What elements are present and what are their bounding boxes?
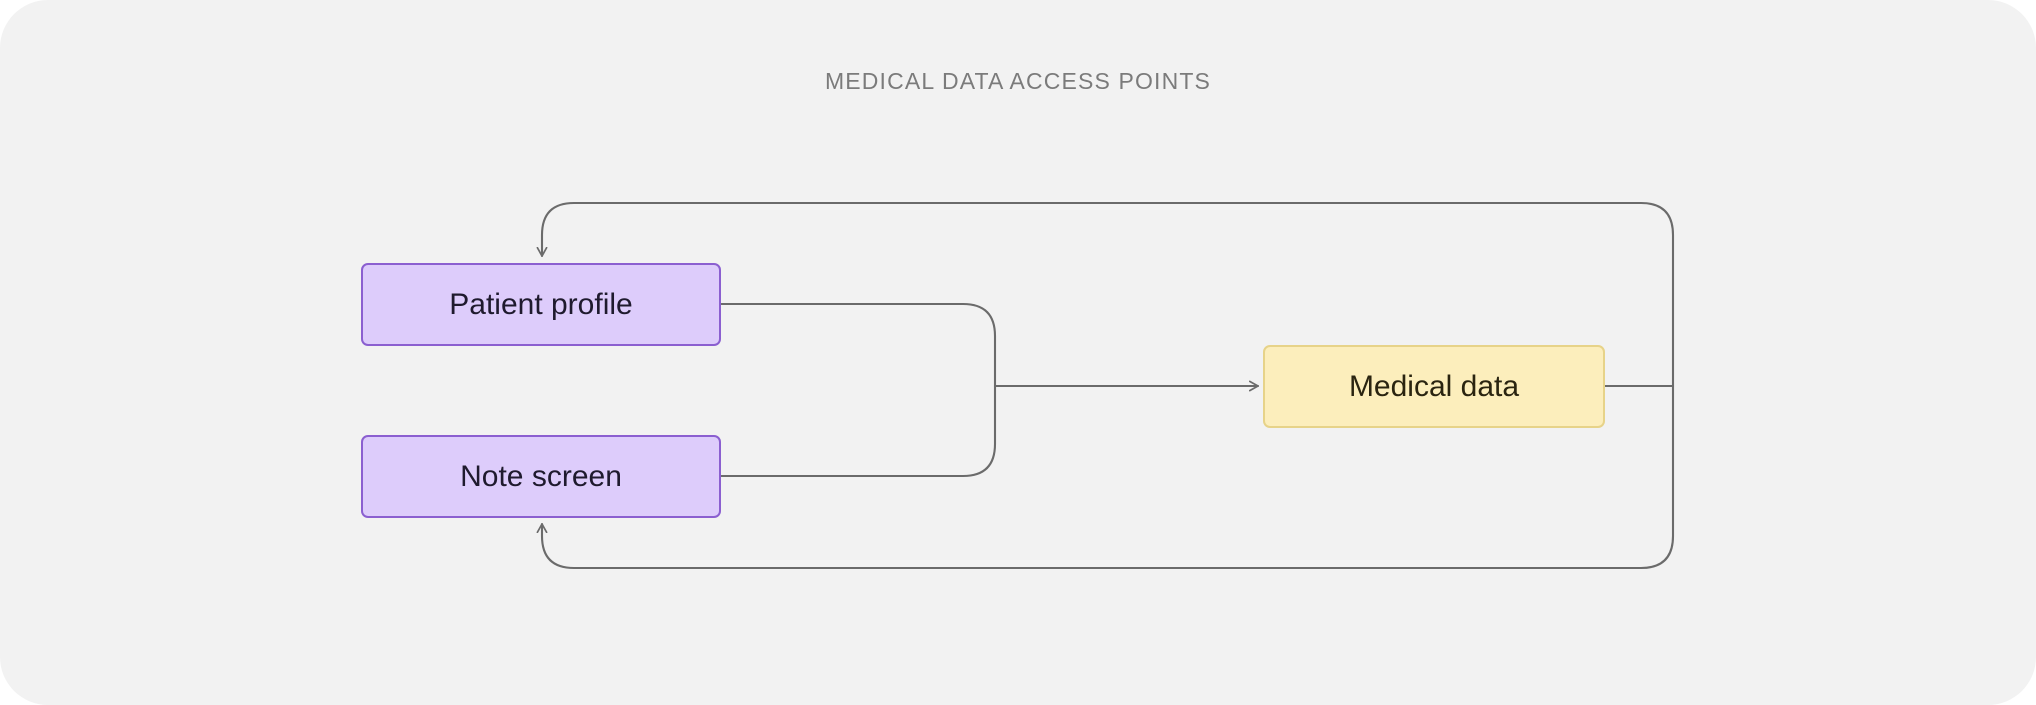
node-medical-data[interactable]: Medical data: [1263, 345, 1605, 428]
node-note-screen[interactable]: Note screen: [361, 435, 721, 518]
node-patient-profile[interactable]: Patient profile: [361, 263, 721, 346]
node-note-screen-label: Note screen: [460, 459, 622, 493]
node-patient-profile-label: Patient profile: [449, 287, 633, 321]
page-title: MEDICAL DATA ACCESS POINTS: [824, 68, 1212, 94]
edge-medical-data-to-patient-profile: [536, 201, 1675, 388]
edge-patient-profile-to-junction: [719, 302, 997, 388]
node-medical-data-label: Medical data: [1348, 369, 1520, 403]
edge-medical-data-to-note-screen: [536, 384, 1675, 570]
edge-note-screen-to-junction: [719, 384, 997, 478]
